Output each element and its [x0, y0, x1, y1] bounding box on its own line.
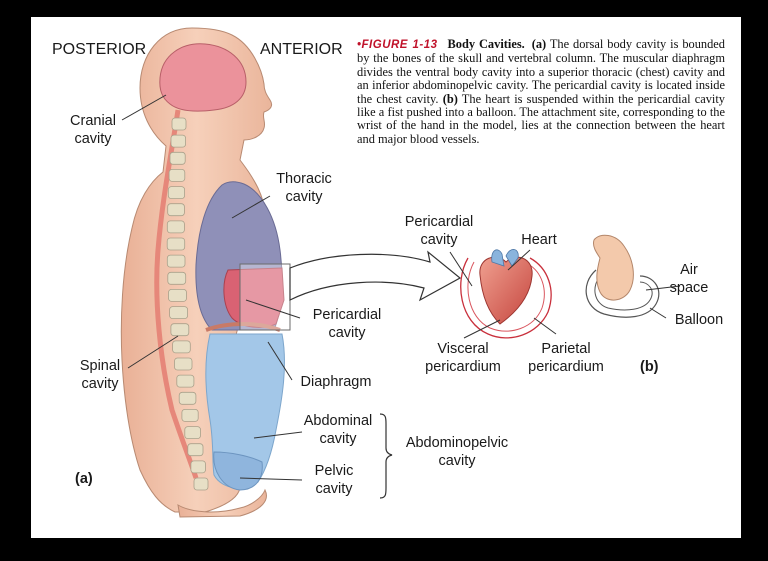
- posterior-label: POSTERIOR: [52, 41, 147, 58]
- pericardial-callout-box: [239, 263, 291, 331]
- pericardial-sac-outer: [460, 257, 552, 339]
- part-a-label: (a): [75, 471, 93, 487]
- caption-a-marker: (a): [531, 37, 547, 51]
- pericardial-sac-inner: [467, 261, 545, 332]
- air-space-label-1: Air: [680, 262, 698, 278]
- caption-title: Body Cavities.: [447, 37, 525, 51]
- pelvic-cavity-shape: [213, 451, 263, 491]
- pericardial-b-label-2: cavity: [420, 232, 458, 248]
- abdominal-label-2: cavity: [319, 431, 357, 447]
- vertebra: [168, 168, 186, 182]
- figure-caption: •FIGURE 1-13 Body Cavities. (a) The dorsa…: [357, 37, 726, 146]
- vertebra: [166, 220, 185, 234]
- cranial-label-2: cavity: [74, 131, 112, 147]
- vertebra: [193, 477, 209, 491]
- vertebra: [169, 306, 189, 320]
- visceral-label-1: Visceral: [437, 341, 489, 357]
- heart-vessels: [491, 249, 519, 267]
- parietal-label-1: Parietal: [541, 341, 591, 357]
- abdominal-label-1: Abdominal: [303, 413, 373, 429]
- vertebra: [172, 340, 191, 354]
- diaphragm-label: Diaphragm: [300, 374, 372, 390]
- vertebra: [187, 443, 204, 457]
- abdominopelvic-label-1: Abdominopelvic: [405, 435, 509, 451]
- fist-shape: [593, 234, 634, 301]
- balloon-outer: [585, 269, 660, 318]
- vertebral-column: [166, 117, 209, 491]
- spinal-label-2: cavity: [81, 376, 119, 392]
- anterior-label: ANTERIOR: [260, 41, 343, 58]
- balloon-inner: [594, 273, 653, 311]
- cranial-cavity-shape: [159, 43, 247, 112]
- air-space-label-2: space: [669, 280, 709, 296]
- abdominopelvic-label-2: cavity: [438, 453, 476, 469]
- pericardial-cavity-shape: [223, 267, 285, 328]
- vertebra: [181, 408, 199, 422]
- abdominopelvic-bracket: [379, 413, 393, 499]
- balloon-label: Balloon: [674, 312, 724, 328]
- vertebra: [190, 460, 206, 474]
- thoracic-label-2: cavity: [285, 189, 323, 205]
- vertebra: [184, 426, 201, 440]
- cranial-label-1: Cranial: [70, 113, 116, 129]
- vertebra: [167, 271, 187, 285]
- pericardial-b-label-1: Pericardial: [404, 214, 474, 230]
- vertebra: [176, 374, 195, 388]
- pericardial-label-2: cavity: [328, 325, 366, 341]
- vertebra: [170, 134, 187, 148]
- vertebra: [174, 357, 193, 371]
- pointer-lines-b: [449, 249, 681, 339]
- visceral-label-2: pericardium: [425, 359, 501, 375]
- thoracic-label-1: Thoracic: [276, 171, 332, 187]
- vertebra: [168, 288, 187, 302]
- vertebra: [171, 117, 187, 131]
- vertebra: [167, 203, 185, 217]
- diaphragm-shape: [205, 322, 281, 332]
- callout-arrow: [289, 250, 462, 302]
- part-b-label: (b): [640, 359, 659, 375]
- vertebra: [178, 391, 197, 405]
- vertebra: [166, 254, 186, 268]
- vertebra: [170, 323, 190, 337]
- vertebra: [167, 186, 186, 200]
- vertebra: [166, 237, 186, 251]
- caption-text-b: The heart is suspended within the perica…: [357, 91, 725, 146]
- figure-number: •FIGURE 1-13: [357, 39, 438, 51]
- pericardial-label-1: Pericardial: [312, 307, 382, 323]
- pointer-lines-a: [121, 94, 303, 481]
- heart-label: Heart: [521, 232, 557, 248]
- parietal-label-2: pericardium: [528, 359, 604, 375]
- caption-text-a: The dorsal body cavity is bounded by the…: [357, 37, 726, 106]
- spinal-cavity-shape: [154, 109, 199, 479]
- spinal-label-1: Spinal: [79, 358, 121, 374]
- caption-b-marker: (b): [442, 91, 458, 106]
- heart-shape: [479, 256, 533, 325]
- leg: [177, 488, 267, 518]
- pelvic-label-2: cavity: [315, 481, 353, 497]
- vertebra: [169, 151, 186, 165]
- pelvic-label-1: Pelvic: [314, 463, 354, 479]
